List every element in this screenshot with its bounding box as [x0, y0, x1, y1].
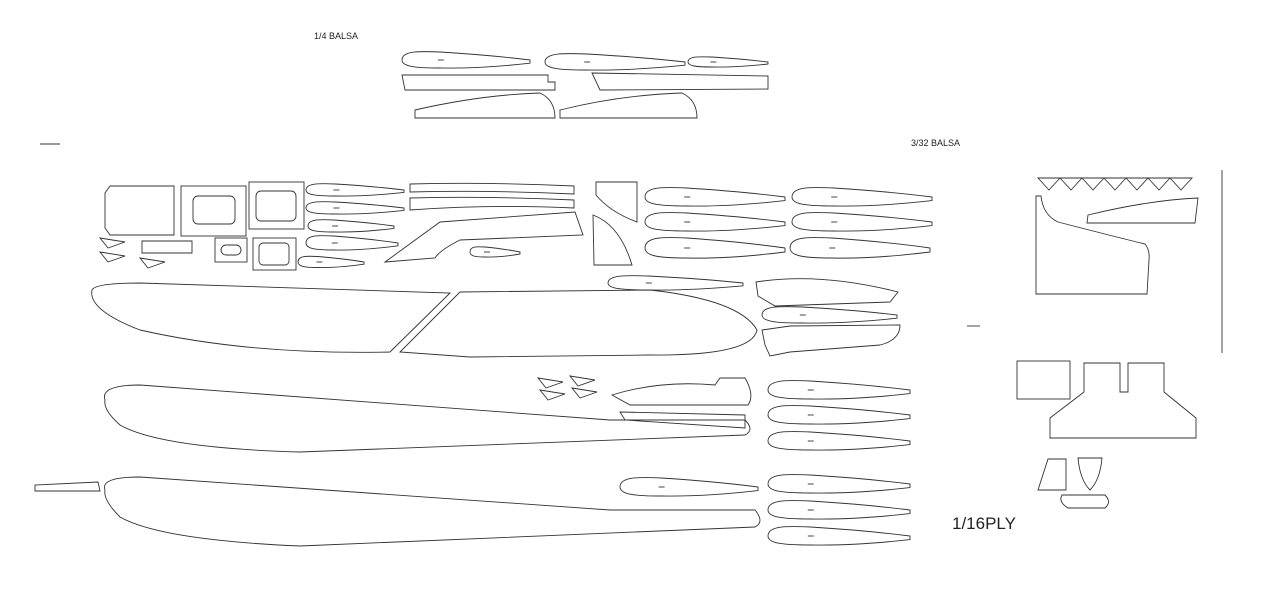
- wing-rib: [687, 56, 769, 68]
- wing-rib: [767, 474, 911, 494]
- leading-edge-left: [414, 92, 556, 119]
- wing-rib: [644, 187, 786, 207]
- gusset-triangle: [570, 387, 598, 399]
- fuselage-side-right-2: [761, 324, 901, 357]
- former-window-1: [180, 185, 247, 237]
- ply-parts: [40, 143, 1223, 509]
- label-ply-1-16: 1/16PLY: [952, 514, 1016, 533]
- wing-rib: [619, 477, 759, 497]
- ply-tab: [1060, 494, 1109, 509]
- label-quarter-balsa: 1/4 BALSA: [314, 31, 359, 41]
- gusset-triangle: [536, 377, 564, 389]
- fin-panel: [1035, 195, 1150, 295]
- wing-rib: [607, 275, 744, 291]
- gusset-triangle: [1058, 177, 1084, 191]
- long-stringer-2: [409, 196, 575, 211]
- wing-panel-3: [104, 476, 761, 547]
- gusset-strip: [619, 411, 746, 429]
- gusset-triangle: [98, 237, 126, 249]
- fuselage-side-right-1: [755, 278, 899, 307]
- wing-panels: [34, 282, 761, 547]
- side-fairing: [383, 211, 584, 263]
- wing-rib: [297, 255, 365, 269]
- trailing-edge-left: [401, 74, 556, 91]
- stab-strip: [1086, 197, 1199, 224]
- wing-panel-1b: [398, 289, 758, 358]
- quarter-balsa-parts: [401, 72, 769, 119]
- fuselage-side-lower: [610, 377, 752, 406]
- wing-rib: [791, 212, 933, 232]
- tip-strip: [34, 481, 101, 492]
- window-cutout: [192, 195, 236, 225]
- wing-rib: [307, 219, 395, 233]
- gusset-triangle: [1102, 177, 1128, 191]
- gusset-triangle: [1036, 177, 1062, 191]
- gusset-triangle: [98, 251, 126, 263]
- former-plate: [104, 185, 175, 236]
- gusset-triangle: [1080, 177, 1106, 191]
- long-stringer-1: [409, 182, 575, 195]
- gusset-triangles: [98, 177, 1194, 401]
- window-cutout: [255, 190, 297, 222]
- wing-rib: [767, 526, 911, 546]
- wing-rib: [305, 201, 405, 215]
- former-window-3: [252, 237, 297, 271]
- wing-rib: [791, 187, 933, 207]
- wing-rib: [767, 500, 911, 520]
- gusset-triangle: [1124, 177, 1150, 191]
- ply-mount: [1049, 362, 1197, 439]
- gusset-triangle: [1168, 177, 1194, 191]
- ply-bracket-2: [1077, 457, 1103, 491]
- wing-rib: [767, 431, 911, 451]
- former-window-2: [248, 181, 305, 230]
- trailing-edge-right: [591, 72, 769, 91]
- wing-rib: [644, 237, 786, 259]
- gusset-triangle: [1146, 177, 1172, 191]
- wing-panel-2: [104, 384, 751, 453]
- label-three-32-balsa: 3/32 BALSA: [911, 138, 961, 148]
- wing-rib: [401, 51, 531, 69]
- fin-curve: [592, 181, 638, 266]
- fuselage-parts: [104, 181, 901, 429]
- wing-rib: [767, 405, 911, 425]
- gusset-triangle: [568, 375, 596, 387]
- wing-rib: [761, 306, 898, 324]
- slot-cutout: [220, 244, 242, 256]
- wing-rib: [469, 246, 521, 258]
- gusset-triangle: [138, 257, 166, 269]
- wing-rib: [644, 212, 786, 232]
- ply-bracket-1: [1037, 458, 1067, 491]
- wing-rib: [767, 380, 911, 400]
- wing-rib: [305, 235, 399, 251]
- strip: [141, 240, 193, 254]
- wing-ribs: [297, 51, 933, 546]
- wing-rib: [789, 237, 931, 259]
- window-cutout: [258, 242, 290, 266]
- wing-panel-1a: [91, 282, 452, 353]
- wing-rib: [544, 53, 686, 71]
- ply-plate: [1016, 360, 1071, 400]
- former-small: [214, 237, 248, 263]
- gusset-triangle: [538, 389, 566, 401]
- wing-rib: [305, 183, 405, 197]
- leading-edge-right: [559, 92, 698, 119]
